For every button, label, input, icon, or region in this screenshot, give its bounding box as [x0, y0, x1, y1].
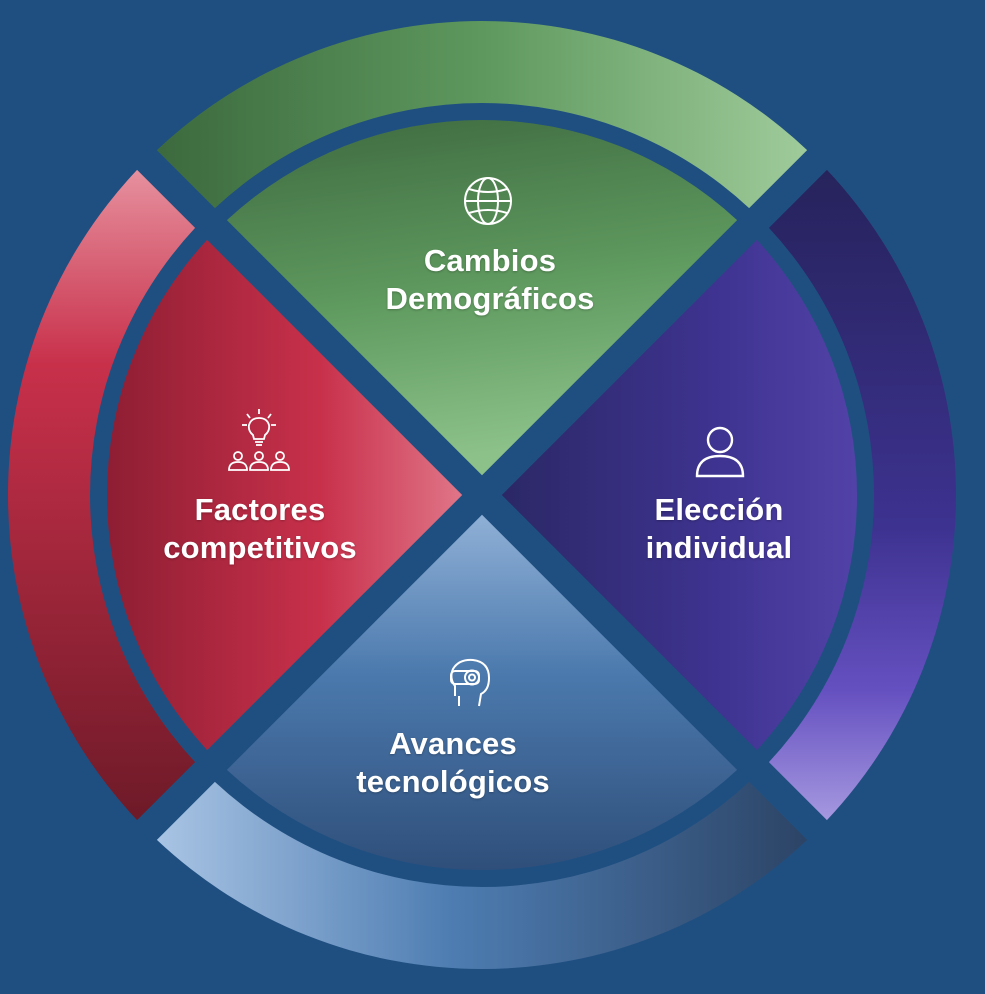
label-eleccion-individual: Elección individual: [646, 491, 793, 567]
red-sector: [107, 239, 463, 751]
green-outer-arc: [156, 21, 808, 209]
red-outer-arc: [8, 169, 196, 821]
lightbulb-team-icon: [224, 407, 294, 473]
label-line: Elección: [654, 492, 784, 527]
purple-outer-arc: [768, 169, 956, 821]
globe-icon: [461, 174, 515, 228]
green-sector: [226, 120, 738, 476]
vr-headset-icon: [445, 656, 495, 710]
label-line: Cambios: [423, 243, 557, 278]
blue-outer-arc: [156, 781, 808, 969]
label-factores-competitivos: Factores competitivos: [163, 491, 357, 567]
label-avances-tecnologicos: Avances tecnológicos: [356, 725, 550, 801]
label-line: competitivos: [163, 530, 357, 565]
label-line: Demográficos: [385, 281, 595, 316]
label-line: Avances: [389, 726, 517, 761]
label-line: tecnológicos: [356, 764, 550, 799]
person-icon: [692, 425, 748, 479]
purple-sector: [501, 239, 857, 751]
label-line: individual: [645, 530, 793, 565]
label-line: Factores: [194, 492, 326, 527]
label-cambios-demograficos: Cambios Demográficos: [385, 242, 594, 318]
